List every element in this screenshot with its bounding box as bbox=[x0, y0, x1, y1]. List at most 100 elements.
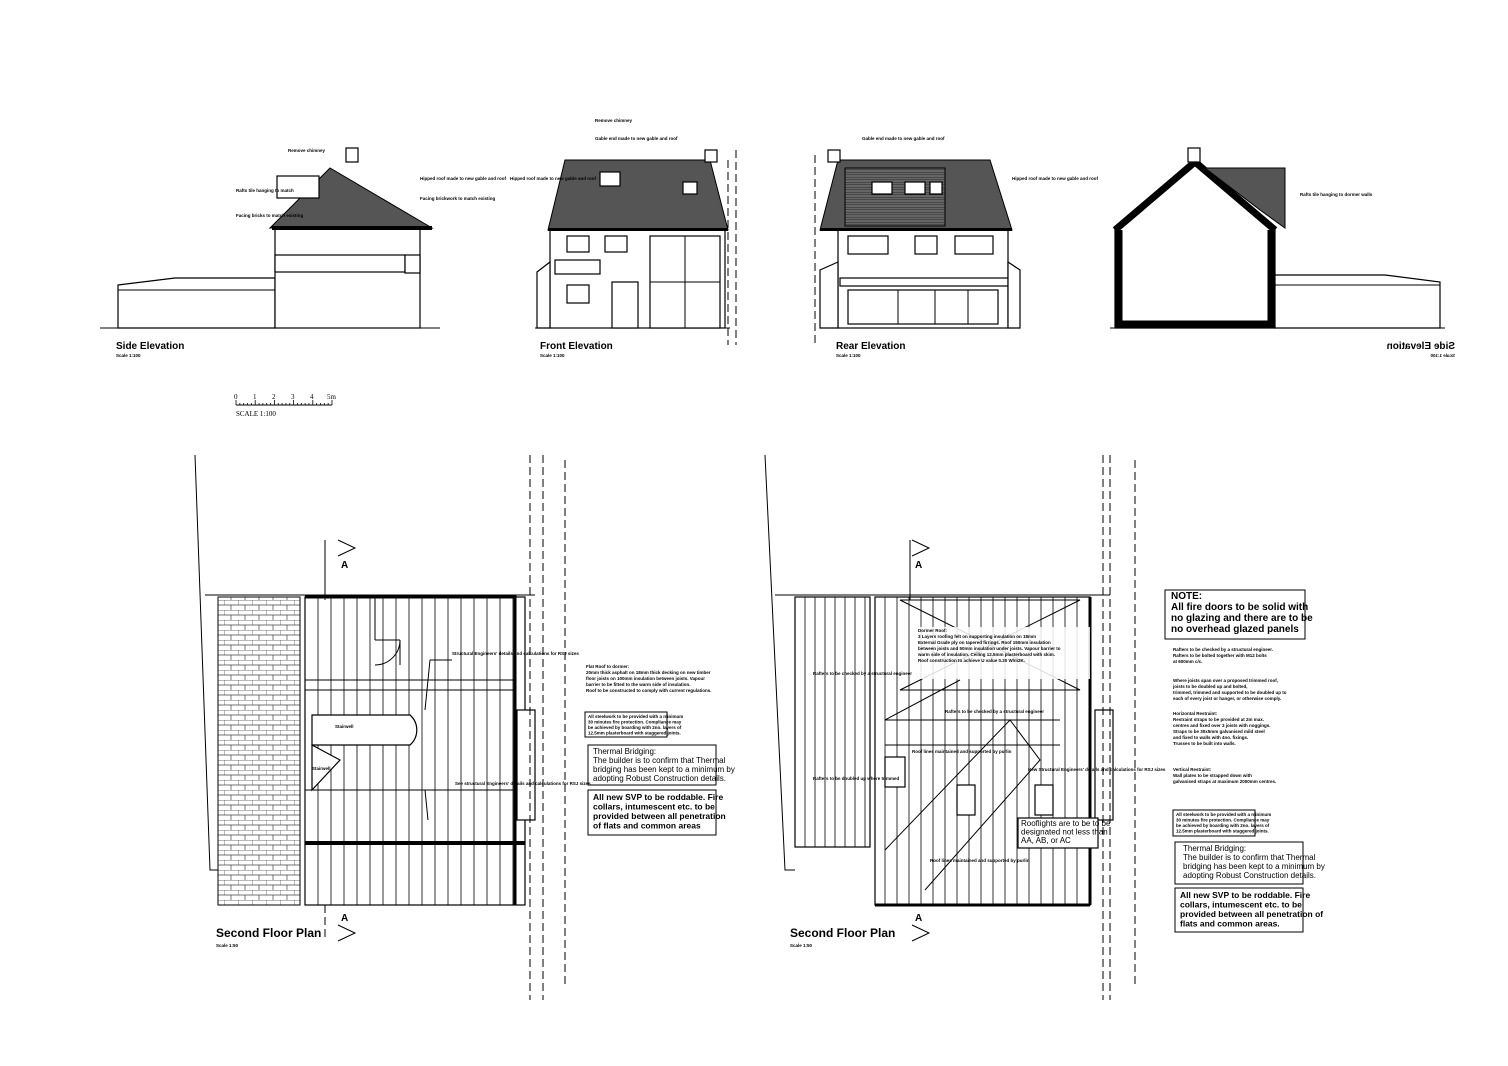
plan-title: Second Floor Plan bbox=[216, 926, 321, 940]
note-line: bridging has been kept to a minimum by bbox=[593, 765, 735, 774]
note-line: All steelwork to be provided with a mini… bbox=[1176, 812, 1271, 817]
note-line: All fire doors to be solid with bbox=[1171, 602, 1308, 613]
note-line: and fixed to walls with 4no. fixings. bbox=[1173, 735, 1248, 740]
callout: Gable end made to new gable and roof bbox=[595, 136, 678, 141]
note-line: designated not less than bbox=[1021, 828, 1108, 837]
callout: Rafters to be doubled up where trimmed bbox=[813, 776, 900, 781]
side-elevation-scale-mirrored: Scale 1:100 bbox=[1430, 353, 1455, 358]
note-block: All steelwork to be provided with a mini… bbox=[588, 714, 683, 736]
note-line: at 600mm c/c. bbox=[1173, 659, 1203, 664]
note-line: galvanised straps at maximum 2000mm cent… bbox=[1173, 779, 1276, 784]
rear-elevation: Rear Elevation Scale 1:100 Gable end mad… bbox=[814, 136, 1099, 358]
note-line: 20mm thick asphalt on 18mm thick decking… bbox=[586, 670, 711, 675]
note-line: Rafters to be checked by a structural en… bbox=[1173, 647, 1273, 652]
note-line: each of every joist or hanger, or otherw… bbox=[1173, 696, 1281, 701]
room-label-stairwell: Stairwell bbox=[335, 724, 354, 729]
note-block: Where joists span over a proposed trimme… bbox=[1172, 678, 1287, 701]
note-block: Thermal Bridging:The builder is to confi… bbox=[1183, 844, 1325, 880]
note-line: The builder is to confirm that Thermal bbox=[593, 756, 726, 765]
note-line: of flats and common areas bbox=[593, 821, 701, 831]
note-line: Thermal Bridging: bbox=[1183, 844, 1246, 853]
note-line: NOTE: bbox=[1171, 591, 1202, 602]
rear-elevation-title: Rear Elevation bbox=[836, 341, 905, 352]
note-line: be achieved by boarding with 2no. layers… bbox=[1176, 823, 1270, 828]
note-line: All steelwork to be provided with a mini… bbox=[588, 714, 683, 719]
note-line: barrier to be fitted to the warm side of… bbox=[586, 682, 691, 687]
note-line: 30 minutes fire protection. Compliance m… bbox=[1176, 818, 1270, 823]
note-line: 30 minutes fire protection. Compliance m… bbox=[588, 720, 682, 725]
note-block: All new SVP to be roddable. Firecollars,… bbox=[1180, 890, 1323, 929]
callout: Remove chimney bbox=[595, 118, 633, 123]
front-elevation: Front Elevation Scale 1:100 Remove chimn… bbox=[510, 118, 737, 358]
note-line: joists to be doubled up and bolted, bbox=[1172, 684, 1248, 689]
note-line: 12.5mm plasterboard with staggered joint… bbox=[588, 731, 681, 736]
note-block: Rafters to be checked by a structural en… bbox=[1173, 647, 1273, 664]
callout: Rafters to be checked by a structural en… bbox=[945, 709, 1044, 714]
callout: Structural Engineers' details and calcul… bbox=[452, 651, 579, 656]
front-elevation-scale: Scale 1:100 bbox=[540, 353, 565, 358]
note-block: All steelwork to be provided with a mini… bbox=[1176, 812, 1271, 834]
side-elevation-scale: Scale 1:100 bbox=[116, 353, 141, 358]
callout: Roof lines maintained and supported by p… bbox=[912, 749, 1012, 754]
plan-scale: Scale 1:50 bbox=[216, 943, 239, 948]
side-elevation-right: Rafts tile hanging to dormer walls Side … bbox=[1110, 147, 1455, 358]
callout: Hipped roof made to new gable and roof bbox=[1012, 176, 1099, 181]
callout: See structural Engineers' details and ca… bbox=[455, 781, 591, 786]
side-elevation-title-mirrored: Side Elevation bbox=[1387, 341, 1455, 352]
callout: Gable end made to new gable and roof bbox=[862, 136, 945, 141]
callout: Rafts tile hanging to match bbox=[236, 188, 294, 193]
scale-label: SCALE 1:100 bbox=[236, 410, 276, 418]
note-block: Dormer Roof:3 Layers roofing felt on sup… bbox=[917, 628, 1061, 663]
note-line: centres and fixed over 3 joists with nog… bbox=[1173, 723, 1271, 728]
callout: Hipped roof made to new gable and roof bbox=[420, 176, 507, 181]
front-elevation-title: Front Elevation bbox=[540, 341, 613, 352]
note-line: Rafters to be bolted together with M12 b… bbox=[1173, 653, 1267, 658]
scale-tick: 4 bbox=[310, 393, 314, 401]
note-line: no overhead glazed panels bbox=[1171, 624, 1299, 635]
scale-tick: 5m bbox=[327, 393, 337, 401]
note-line: adopting Robust Construction details. bbox=[593, 774, 726, 783]
scale-tick: 3 bbox=[291, 393, 295, 401]
note-line: The builder is to confirm that Thermal bbox=[1183, 853, 1316, 862]
callout: Hipped roof made to new gable and roof bbox=[510, 176, 597, 181]
callout: Rafts tile hanging to dormer walls bbox=[1300, 192, 1373, 197]
note-line: flats and common areas. bbox=[1180, 919, 1280, 929]
rear-elevation-scale: Scale 1:100 bbox=[836, 353, 861, 358]
note-block: All new SVP to be roddable. Firecollars,… bbox=[593, 792, 726, 831]
note-line: Straps to be 30x5mm galvanised mild stee… bbox=[1173, 729, 1265, 734]
note-line: Roof to be constructed to comply with cu… bbox=[586, 688, 712, 693]
note-line: provided between all penetration of bbox=[1180, 909, 1323, 919]
callout: Rafters to be checked by a structural en… bbox=[813, 671, 912, 676]
scale-tick: 2 bbox=[272, 393, 276, 401]
note-line: 3 Layers roofing felt on supporting insu… bbox=[918, 634, 1036, 639]
section-marker-a: A bbox=[341, 560, 348, 571]
scale-bar: 0 1 2 3 4 5m SCALE 1:100 bbox=[234, 393, 337, 418]
note-line: Rooflights are to be to be bbox=[1021, 819, 1111, 828]
section-marker-a: A bbox=[915, 913, 922, 924]
callout: Remove chimney bbox=[288, 148, 326, 153]
callout: Facing brickwork to match existing bbox=[420, 196, 496, 201]
note-line: warm side of insulation. Ceiling 12.5mm … bbox=[917, 652, 1055, 657]
note-line: 12.5mm plasterboard with staggered joint… bbox=[1176, 829, 1269, 834]
note-block: Vertical Restraint:Wall plates to be str… bbox=[1173, 767, 1276, 784]
note-block: Flat Roof to dormer:20mm thick asphalt o… bbox=[586, 664, 712, 693]
note-line: trimmed, trimmed and supported to be dou… bbox=[1173, 690, 1287, 695]
note-line: floor joists on 100mm insulation between… bbox=[586, 676, 705, 681]
section-marker-a: A bbox=[915, 560, 922, 571]
second-floor-plan-1: Stairwell Stairwell Structural Engineers… bbox=[194, 454, 735, 1000]
note-line: Flat Roof to dormer: bbox=[586, 664, 630, 669]
scale-tick: 1 bbox=[253, 393, 257, 401]
section-marker-a: A bbox=[341, 913, 348, 924]
callout: New Structural Engineers' details and ca… bbox=[1028, 767, 1166, 772]
note-line: Thermal Bridging: bbox=[593, 747, 656, 756]
note-line: Trusses to be built into walls. bbox=[1173, 741, 1236, 746]
callout: Facing bricks to match existing bbox=[236, 213, 304, 218]
note-line: adopting Robust Construction details. bbox=[1183, 871, 1316, 880]
note-line: All new SVP to be roddable. Fire bbox=[1180, 890, 1310, 900]
note-line: AA, AB, or AC bbox=[1021, 836, 1071, 845]
note-block: Thermal Bridging:The builder is to confi… bbox=[593, 747, 735, 783]
note-line: Wall plates to be strapped down with bbox=[1173, 773, 1252, 778]
